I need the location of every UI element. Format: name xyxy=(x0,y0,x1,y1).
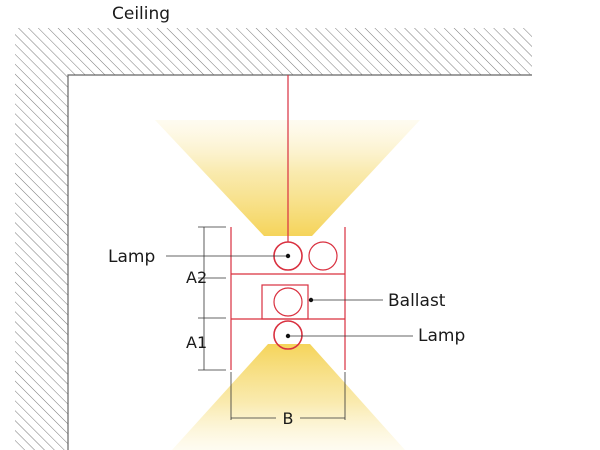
lamp-bottom xyxy=(273,320,303,350)
ballast-unit xyxy=(273,287,303,317)
ceiling-label: Ceiling xyxy=(112,4,170,24)
dimension-a1-label: A1 xyxy=(186,333,207,352)
leader-lines xyxy=(166,253,413,339)
dimension-a2-label: A2 xyxy=(186,268,207,287)
ceiling-structure xyxy=(15,28,532,450)
lamp-top-label: Lamp xyxy=(108,247,155,267)
fixture xyxy=(230,227,346,370)
ceiling-edge xyxy=(67,74,532,450)
ballast-housing xyxy=(261,284,309,320)
dimension-b-label: B xyxy=(283,409,294,428)
lamp-top-secondary xyxy=(308,241,338,271)
lamp-bottom-label: Lamp xyxy=(418,326,465,346)
dimension-lines xyxy=(198,226,346,420)
downlight-beam xyxy=(172,344,405,450)
ballast-label: Ballast xyxy=(388,291,446,311)
